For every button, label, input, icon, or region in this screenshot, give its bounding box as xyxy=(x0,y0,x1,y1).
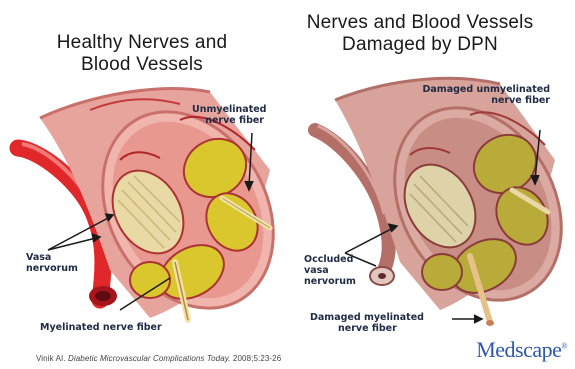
label-occluded-line3: nervorum xyxy=(304,276,356,287)
label-vasa-line2: nervorum xyxy=(26,263,78,274)
citation: Vinik AI. Diabetic Microvascular Complic… xyxy=(36,354,281,363)
label-vasa-nervorum: Vasa nervorum xyxy=(26,252,78,274)
right-panel-title: Nerves and Blood Vessels Damaged by DPN xyxy=(300,12,540,56)
damaged-nerve-illustration xyxy=(315,78,575,331)
label-damaged-unmyelinated-line1: Damaged unmyelinated xyxy=(410,84,550,95)
left-panel-title: Healthy Nerves and Blood Vessels xyxy=(36,32,248,76)
label-damaged-myelinated-fiber: Damaged myelinated nerve fiber xyxy=(310,312,424,334)
left-title-line2: Blood Vessels xyxy=(36,54,248,76)
label-damaged-myelinated-line1: Damaged myelinated xyxy=(310,312,424,323)
label-occluded-line2: vasa xyxy=(304,265,356,276)
label-myelinated-fiber: Myelinated nerve fiber xyxy=(40,322,162,333)
label-occluded-vasa-nervorum: Occluded vasa nervorum xyxy=(304,254,356,287)
label-damaged-unmyelinated-fiber: Damaged unmyelinated nerve fiber xyxy=(410,84,550,106)
citation-suffix: 2008;5:23-26 xyxy=(233,354,281,363)
right-title-line2: Damaged by DPN xyxy=(300,34,540,56)
damaged-fascicle-5 xyxy=(422,254,462,290)
healthy-fascicle-5 xyxy=(130,262,170,298)
citation-title: Diabetic Microvascular Complications Tod… xyxy=(68,354,231,363)
label-unmyelinated-line1: Unmyelinated xyxy=(192,104,264,115)
left-title-line1: Healthy Nerves and xyxy=(36,32,248,54)
right-title-line1: Nerves and Blood Vessels xyxy=(300,12,540,34)
brand-mark: ® xyxy=(561,342,567,351)
citation-prefix: Vinik AI. xyxy=(36,354,66,363)
healthy-nerve-illustration xyxy=(18,81,308,339)
label-vasa-line1: Vasa xyxy=(26,252,78,263)
label-damaged-myelinated-line2: nerve fiber xyxy=(310,323,424,334)
brand-name: Medscape xyxy=(476,337,561,362)
label-occluded-line1: Occluded xyxy=(304,254,356,265)
label-damaged-unmyelinated-line2: nerve fiber xyxy=(410,95,550,106)
label-unmyelinated-line2: nerve fiber xyxy=(192,115,264,126)
label-unmyelinated-fiber: Unmyelinated nerve fiber xyxy=(192,104,264,126)
medscape-logo: Medscape® xyxy=(476,337,567,363)
